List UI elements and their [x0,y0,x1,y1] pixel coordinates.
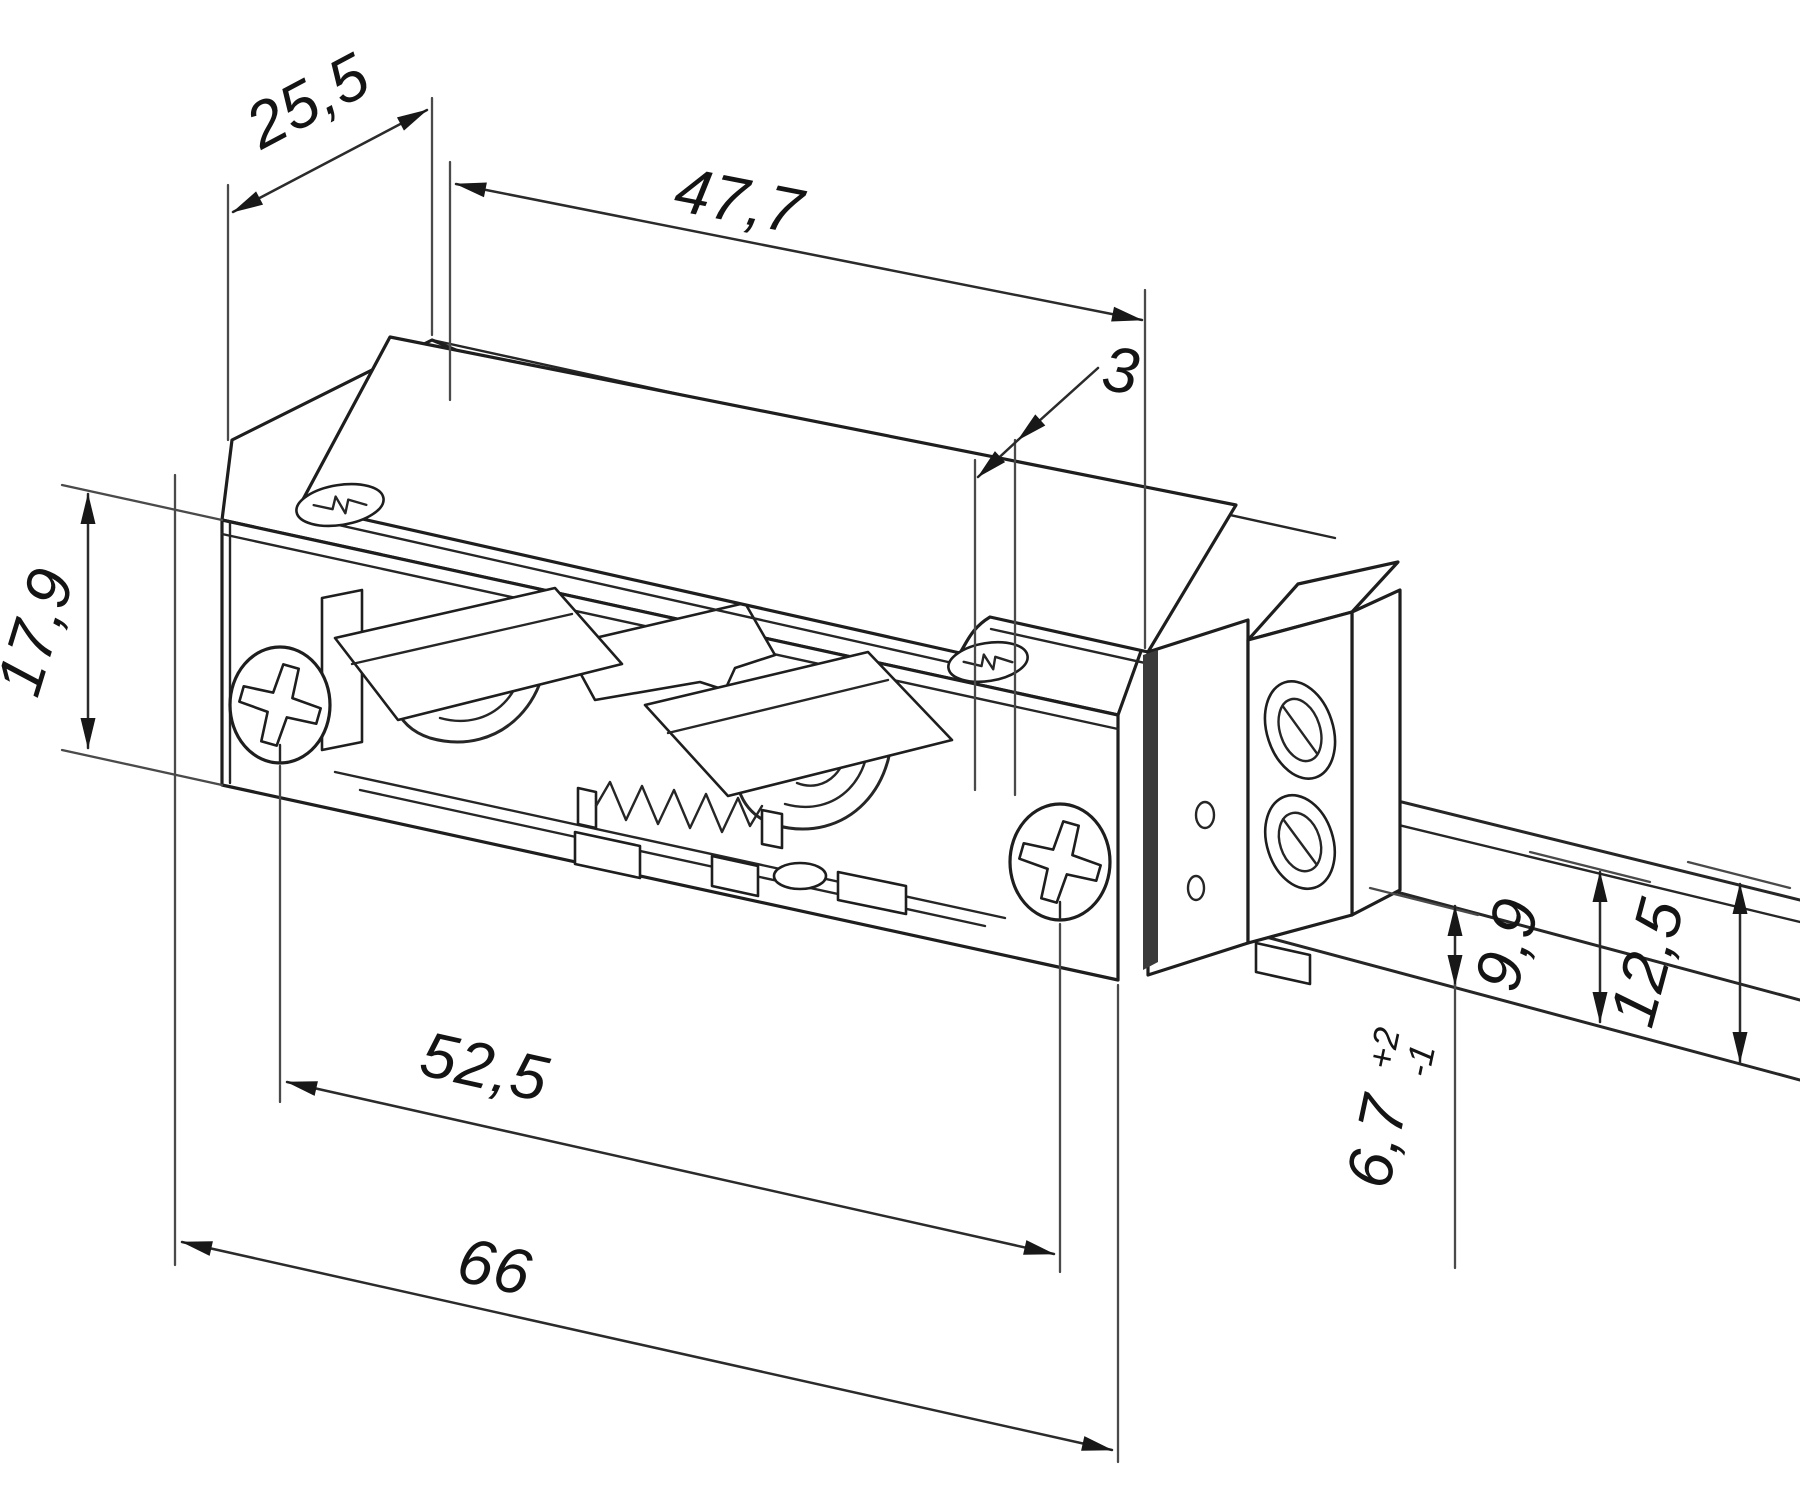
dim-face-offset-label: 3 [1098,332,1144,408]
terminal-block [1246,560,1402,986]
mechanism-bottom-tabs [573,830,908,916]
keeper-flap-left [333,586,624,722]
dim-adjustment-tol-minus: -1 [1396,1041,1443,1081]
dim-lip-inner-height-label: 9,9 [1460,891,1553,998]
countersunk-screw-left [295,482,385,528]
latch-mechanism [320,586,1007,928]
terminal-block-foot [1254,941,1312,986]
phillips-screw-left [228,645,332,765]
dim-overall-length-label: 66 [451,1223,538,1309]
spring [576,780,784,850]
dim-adjustment-label: 6,7 [1332,1088,1422,1194]
dim-lip-overall-height-label: 12,5 [1595,891,1698,1034]
dim-adjustment: 6,7 +2 -1 [1332,886,1480,1270]
dim-faceplate-height: 17,9 [0,483,224,787]
body-right-face [1143,618,1250,977]
terminal-screw-bottom [1263,793,1337,891]
dim-screw-spacing-label: 52,5 [414,1017,555,1115]
countersunk-screw-right [947,640,1029,684]
terminal-block-side [1350,588,1402,917]
dim-overall-length: 66 [173,473,1120,1464]
wire-hole-top [1194,800,1216,830]
dim-adjustment-tol-plus: +2 [1359,1024,1408,1073]
dim-faceplate-height-label: 17,9 [0,560,88,704]
wire-hole-bottom [1186,874,1206,902]
keeper-center-plate [563,601,777,702]
keeper-flap-right [643,650,954,798]
phillips-screw-right [1008,802,1112,922]
terminal-screw-top [1263,680,1337,780]
dim-cover-length-label: 47,7 [669,153,810,248]
